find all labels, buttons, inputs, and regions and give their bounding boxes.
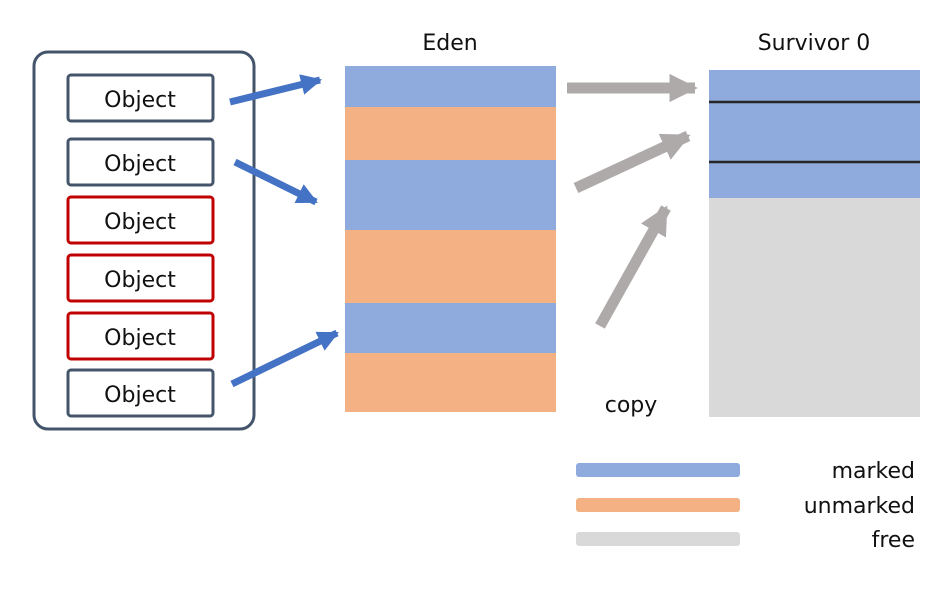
legend-label-marked: marked	[832, 459, 915, 484]
reference-arrow-1	[229, 74, 323, 106]
copy-label: copy	[605, 393, 658, 418]
copy-arrow-3	[595, 205, 671, 329]
eden-title: Eden	[422, 31, 477, 56]
object-box-6-live	[66, 368, 215, 418]
object-label: Object	[104, 210, 176, 235]
survivor-segment-marked	[709, 102, 920, 162]
survivor-segment-marked	[709, 162, 920, 198]
reference-arrow-3	[230, 329, 339, 388]
object-box-2-live	[66, 137, 215, 187]
eden-segment-marked	[345, 160, 556, 230]
legend-label-free: free	[872, 528, 915, 553]
copy-arrow-2	[573, 131, 691, 193]
eden-region	[345, 66, 556, 412]
object-box-5-dead	[66, 311, 215, 361]
survivor-segment-marked	[709, 70, 920, 102]
reference-arrow-2	[233, 158, 318, 206]
legend-label-unmarked: unmarked	[804, 494, 915, 519]
survivor-segment-free	[709, 198, 920, 417]
object-label: Object	[104, 88, 176, 113]
eden-segment-marked	[345, 66, 556, 107]
survivor-region	[709, 70, 920, 417]
object-box-4-dead	[66, 253, 215, 303]
legend-swatch-marked	[576, 463, 740, 477]
object-label: Object	[104, 383, 176, 408]
legend-swatch-free	[576, 532, 740, 546]
eden-segment-marked	[345, 303, 556, 353]
legend: marked unmarked free	[576, 459, 915, 553]
object-label: Object	[104, 326, 176, 351]
survivor-title: Survivor 0	[758, 31, 871, 56]
legend-swatch-unmarked	[576, 498, 740, 512]
object-label: Object	[104, 268, 176, 293]
eden-segment-unmarked	[345, 107, 556, 160]
eden-segment-unmarked	[345, 230, 556, 303]
eden-segment-unmarked	[345, 353, 556, 412]
object-box-3-dead	[66, 195, 215, 245]
object-label: Object	[104, 152, 176, 177]
object-box-1-live	[66, 73, 215, 123]
root-set-container	[32, 50, 256, 431]
